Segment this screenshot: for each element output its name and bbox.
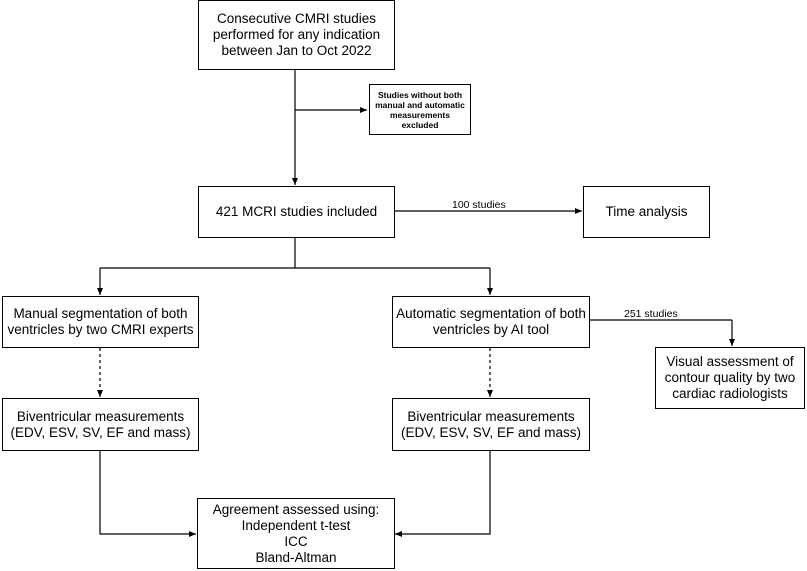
box-time-analysis-text: Time analysis bbox=[605, 204, 687, 220]
box-manual-segmentation-text: Manual segmentation of both ventricles b… bbox=[7, 306, 193, 338]
label-100-studies: 100 studies bbox=[452, 199, 506, 211]
edge-auto-agreement bbox=[395, 451, 491, 537]
text-line: contour quality by two bbox=[664, 370, 796, 385]
text-line: Consecutive CMRI studies bbox=[216, 11, 377, 26]
text-line: Biventricular measurements bbox=[16, 408, 185, 424]
text-line: measurements bbox=[389, 109, 450, 120]
box-visual-assessment: Visual assessment of contour quality by … bbox=[655, 347, 805, 409]
text-line: Independent t-test bbox=[241, 517, 351, 533]
box-included-studies: 421 MCRI studies included bbox=[198, 186, 395, 238]
text-line: ventricles by two CMRI experts bbox=[7, 322, 194, 337]
box-automatic-segmentation: Automatic segmentation of both ventricle… bbox=[392, 296, 590, 348]
box-biventricular-automatic: Biventricular measurements (EDV, ESV, SV… bbox=[392, 398, 590, 451]
text-line: ICC bbox=[284, 533, 308, 549]
text-line: 421 MCRI studies included bbox=[215, 204, 378, 219]
box-agreement: Agreement assessed using: Independent t-… bbox=[197, 498, 395, 569]
text-line: Studies without both bbox=[377, 89, 463, 100]
text-line: Automatic segmentation of both bbox=[396, 306, 586, 321]
text-line: Agreement assessed using: bbox=[212, 501, 380, 517]
box-time-analysis: Time analysis bbox=[583, 186, 710, 238]
edge-manual-agreement bbox=[99, 451, 196, 537]
text-line: manual and automatic bbox=[375, 99, 465, 110]
text-line: Bland-Altman bbox=[255, 549, 337, 565]
box-agreement-text: Agreement assessed using: Independent t-… bbox=[213, 502, 380, 566]
box-biventricular-automatic-text: Biventricular measurements (EDV, ESV, SV… bbox=[401, 409, 581, 441]
text-line: (EDV, ESV, SV, EF and mass) bbox=[10, 424, 191, 440]
text-line: Manual segmentation of both bbox=[13, 306, 188, 321]
box-biventricular-manual: Biventricular measurements (EDV, ESV, SV… bbox=[2, 398, 199, 451]
box-excluded-studies: Studies without both manual and automati… bbox=[369, 84, 471, 135]
label-251-studies: 251 studies bbox=[624, 308, 678, 320]
box-consecutive-studies-text: Consecutive CMRI studies performed for a… bbox=[213, 11, 380, 59]
text-line: (EDV, ESV, SV, EF and mass) bbox=[400, 424, 582, 440]
text-line: Visual assessment of bbox=[666, 354, 794, 369]
text-line: Biventricular measurements bbox=[407, 408, 575, 424]
text-line: cardiac radiologists bbox=[672, 386, 788, 401]
box-consecutive-studies: Consecutive CMRI studies performed for a… bbox=[198, 0, 395, 70]
text-line: performed for any indication bbox=[212, 27, 381, 42]
text-line: excluded bbox=[401, 119, 439, 130]
text-line: ventricles by AI tool bbox=[432, 322, 550, 337]
text-line: between Jan to Oct 2022 bbox=[221, 43, 372, 58]
box-automatic-segmentation-text: Automatic segmentation of both ventricle… bbox=[396, 306, 586, 338]
box-included-studies-text: 421 MCRI studies included bbox=[216, 204, 377, 220]
box-visual-assessment-text: Visual assessment of contour quality by … bbox=[665, 354, 796, 402]
box-manual-segmentation: Manual segmentation of both ventricles b… bbox=[2, 296, 199, 348]
box-biventricular-manual-text: Biventricular measurements (EDV, ESV, SV… bbox=[10, 409, 190, 441]
text-line: Time analysis bbox=[605, 204, 688, 219]
box-excluded-studies-text: Studies without both manual and automati… bbox=[375, 90, 465, 130]
